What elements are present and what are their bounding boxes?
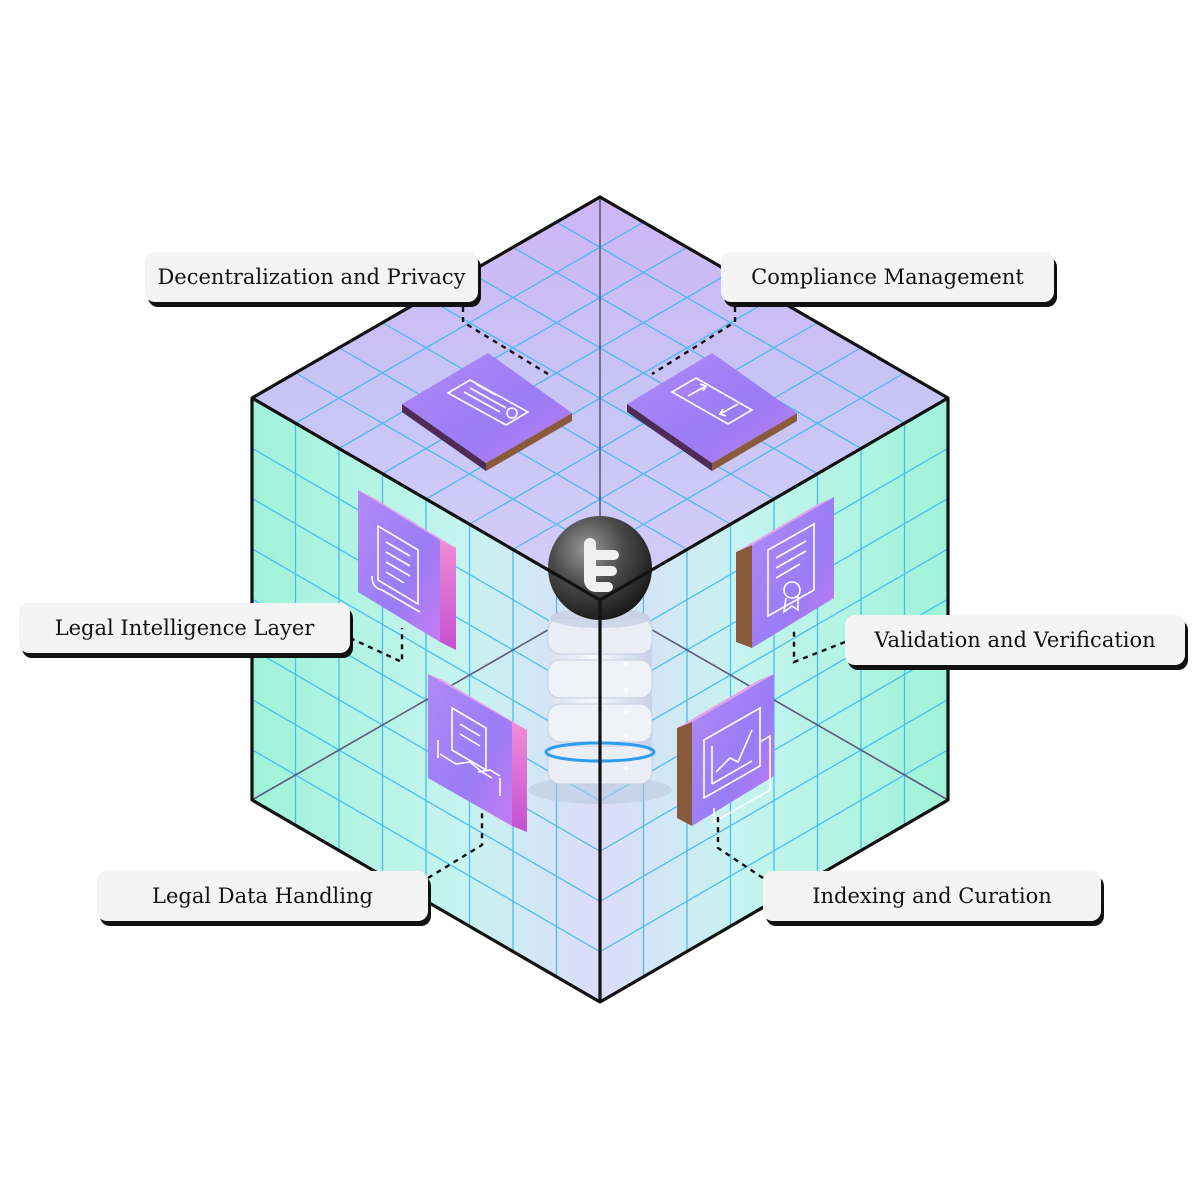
chart-screen-icon — [703, 706, 771, 824]
label-legal-data-handling: Legal Data Handling — [97, 871, 428, 921]
tile-left-lower — [428, 674, 527, 832]
grid-line — [252, 749, 600, 953]
grid-line — [600, 698, 948, 903]
cube-outline — [250, 195, 950, 1004]
handshake-contract-icon — [437, 706, 501, 796]
label-indexing-and-curation: Indexing and Curation — [763, 871, 1101, 921]
grid-line — [252, 648, 600, 852]
tile-top-right — [627, 353, 797, 471]
label-validation-and-verification: Validation and Verification — [845, 615, 1185, 665]
grid-line — [252, 698, 600, 903]
label-legal-intelligence-layer: Legal Intelligence Layer — [19, 603, 350, 653]
scroll-document-icon — [371, 524, 421, 613]
tile-top-left — [402, 353, 572, 471]
certificate-scroll-icon — [446, 379, 530, 426]
logo-sphere-icon — [548, 516, 652, 628]
tile-right-upper — [736, 497, 834, 648]
grid-line — [600, 749, 948, 953]
connectors — [349, 307, 846, 880]
label-compliance-management: Compliance Management — [721, 252, 1054, 302]
exchange-document-icon — [670, 377, 754, 425]
label-decentralization-and-privacy: Decentralization and Privacy — [145, 252, 478, 302]
tile-left-upper — [358, 490, 456, 650]
certificate-badge-icon — [767, 522, 815, 618]
tile-right-lower — [677, 674, 774, 826]
